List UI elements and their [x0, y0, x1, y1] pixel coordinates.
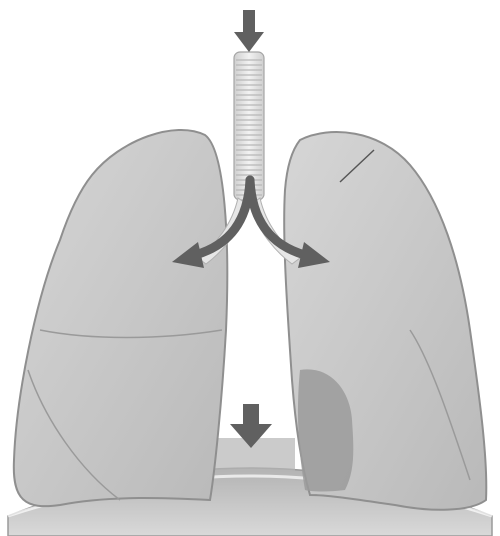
right-lung [284, 132, 486, 510]
arrow-down-icon [234, 10, 264, 52]
left-lung [14, 130, 227, 506]
